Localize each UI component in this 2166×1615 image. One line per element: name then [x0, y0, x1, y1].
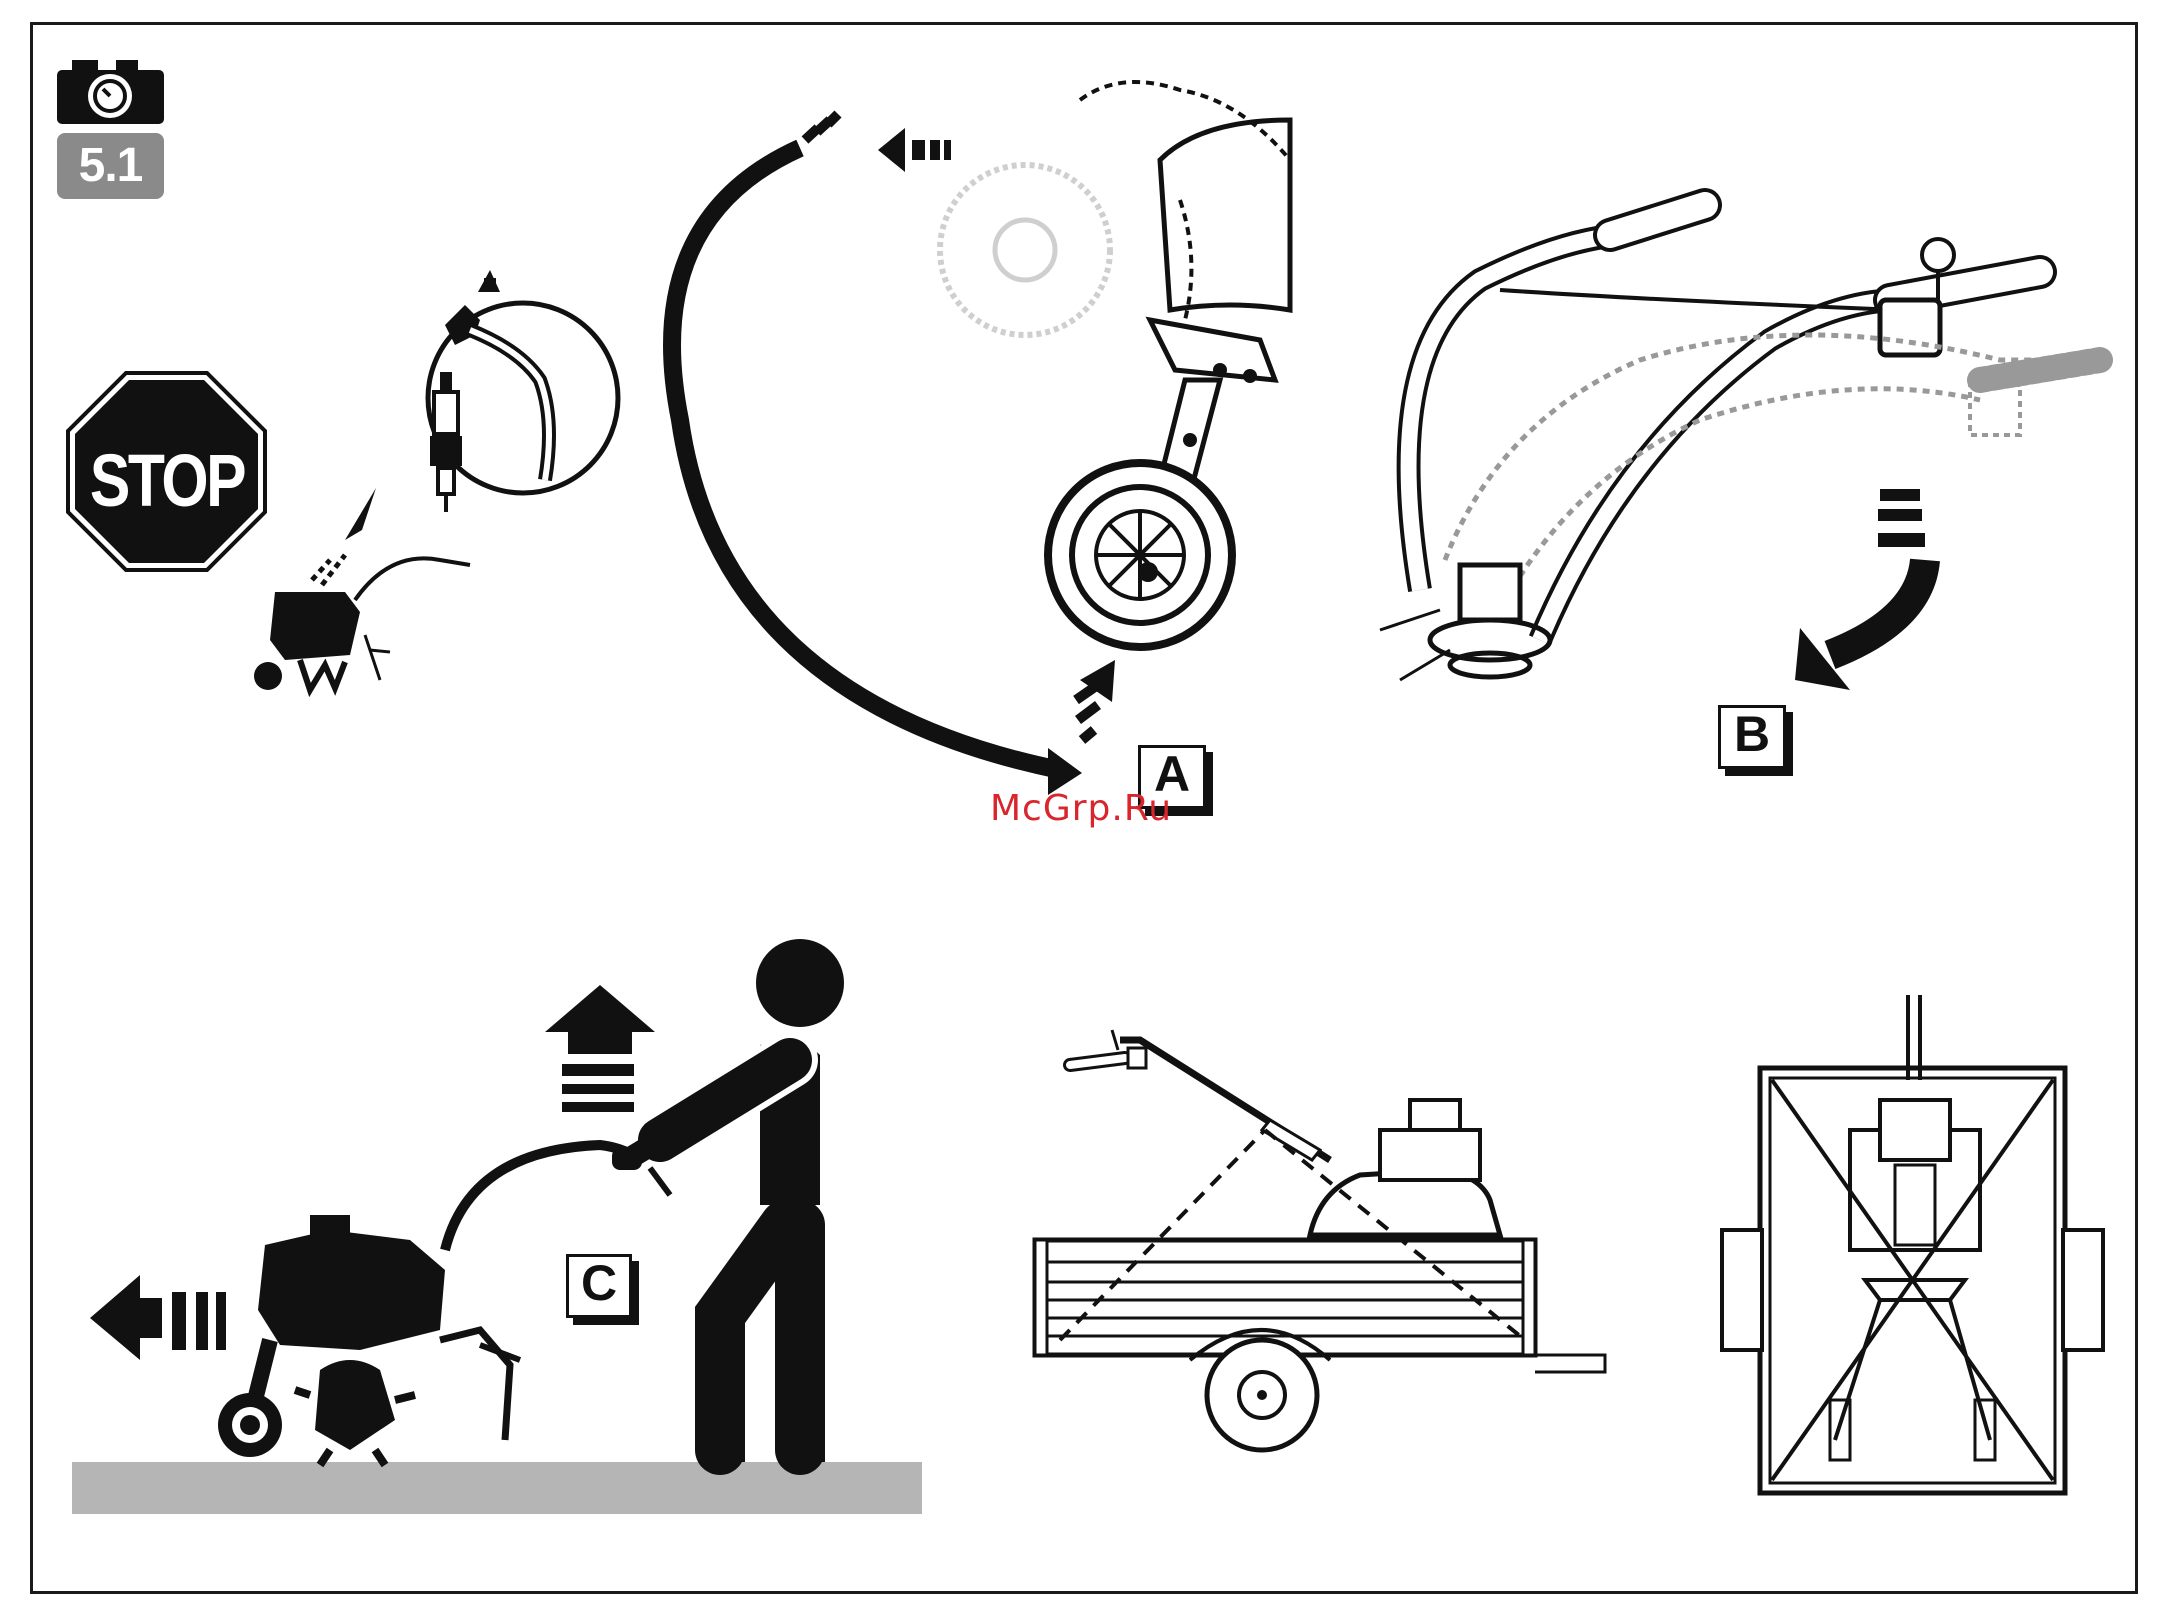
trailer-top-view: [1722, 995, 2103, 1493]
spark-plug-detail-icon: [428, 270, 618, 512]
up-arrow-a: [1076, 660, 1115, 740]
small-tiller-icon: [254, 488, 470, 690]
panel-label-b: B: [1718, 705, 1786, 769]
handlebar-drawing: [1380, 205, 2100, 680]
watermark-text: McGrp.Ru: [990, 788, 1172, 829]
person-figure: [612, 939, 844, 1462]
panel-label-c: C: [566, 1254, 632, 1318]
trailer-side-view: [1035, 1030, 1605, 1450]
camera-icon: [57, 60, 164, 124]
rotate-arrow-a: [672, 114, 1082, 795]
stop-sign-text: STOP: [81, 438, 253, 523]
tiller-wheel-drawing: [940, 82, 1290, 647]
rotate-down-arrow-b: [1795, 495, 1925, 690]
section-number-badge: 5.1: [57, 133, 164, 199]
up-arrow-c: [545, 985, 655, 1112]
left-arrow-c: [90, 1275, 226, 1360]
